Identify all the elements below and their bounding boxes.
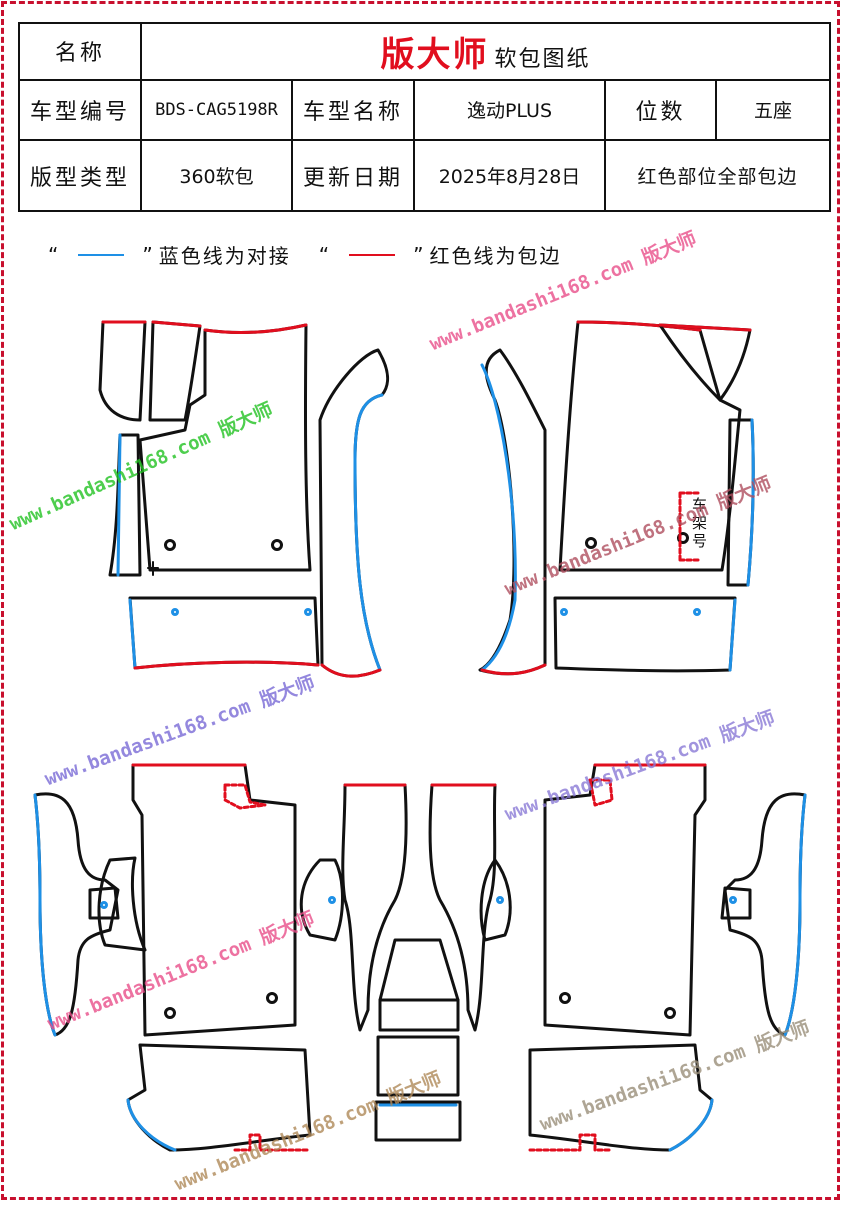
legend-blue-line xyxy=(78,253,125,256)
legend-red-line xyxy=(349,253,396,256)
legend-red-text: 红色线为包边 xyxy=(429,244,562,268)
title-cell: 版大师软包图纸 xyxy=(139,22,832,81)
type-label: 版型类型 xyxy=(18,139,142,212)
date-value: 2025年8月28日 xyxy=(413,139,606,212)
rear-left-mat xyxy=(33,763,344,1152)
model-name-label: 车型名称 xyxy=(291,78,415,142)
legend-blue-text: 蓝色线为对接 xyxy=(158,244,291,268)
frame-number-label: 车架号 xyxy=(692,496,708,550)
center-tunnel-mat xyxy=(341,783,497,1142)
seats-label: 位数 xyxy=(604,78,717,142)
rear-right-mat xyxy=(479,763,807,1152)
seats-value: 五座 xyxy=(714,78,832,142)
note-value: 红色部位全部包边 xyxy=(603,139,832,212)
brand-subtitle: 软包图纸 xyxy=(494,46,591,72)
model-code-value: BDS-CAG5198R xyxy=(140,78,293,142)
date-label: 更新日期 xyxy=(291,139,415,212)
name-label: 名称 xyxy=(18,22,142,81)
model-code-label: 车型编号 xyxy=(18,78,142,142)
legend: “ ” 蓝色线为对接 “ ” 红色线为包边 xyxy=(44,240,562,269)
front-left-mat xyxy=(98,320,389,678)
front-right-mat xyxy=(478,320,755,676)
brand-title: 版大师 xyxy=(380,34,489,75)
type-value: 360软包 xyxy=(140,139,293,212)
header-table: 名称 版大师软包图纸 车型编号 BDS-CAG5198R 车型名称 逸动PLUS… xyxy=(18,22,832,212)
model-name-value: 逸动PLUS xyxy=(413,78,606,142)
